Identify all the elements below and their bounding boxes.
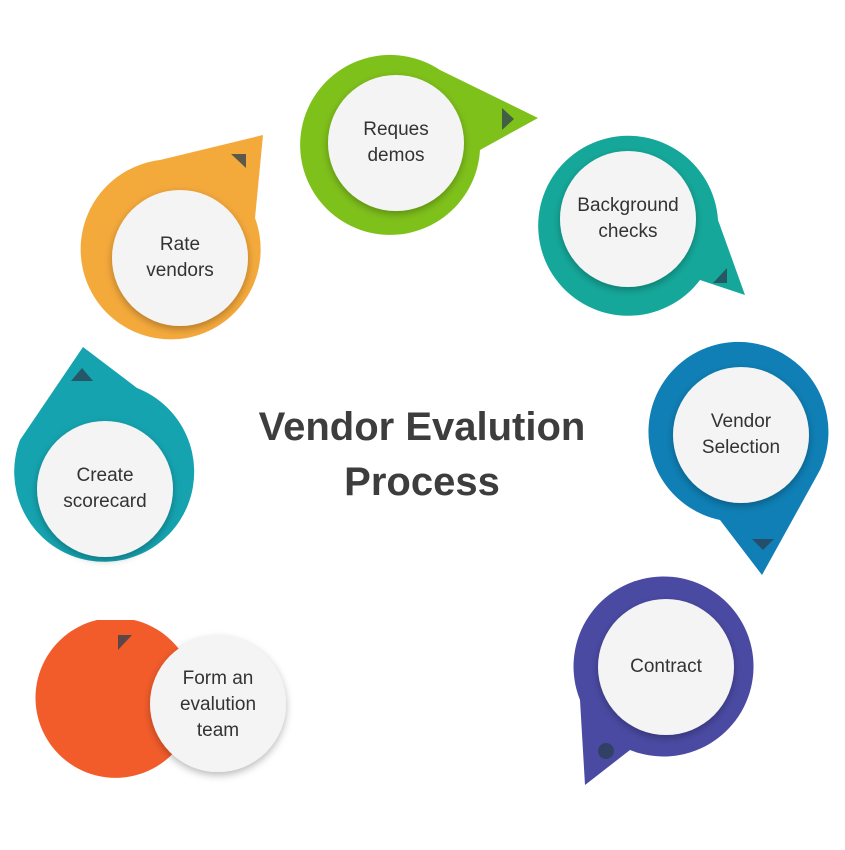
step-shape-rate-vendors bbox=[80, 135, 263, 340]
step-label-line: Contract bbox=[630, 656, 702, 677]
step-teardrop bbox=[35, 620, 196, 778]
step-label-rate-vendors: Rate vendors bbox=[100, 232, 260, 284]
step-label-line: team bbox=[196, 720, 240, 741]
step-label-line: Form an bbox=[182, 668, 254, 689]
step-label-line: Background bbox=[577, 195, 679, 216]
step-shape-background-checks bbox=[538, 135, 745, 316]
step-arrow-marker bbox=[752, 539, 774, 550]
step-label-request-demos: Reques demos bbox=[316, 117, 476, 169]
step-arrow-marker bbox=[71, 368, 93, 381]
step-inner-circle bbox=[37, 421, 173, 557]
step-inner-circle bbox=[112, 190, 248, 326]
step-label-line: checks bbox=[598, 221, 658, 242]
step-shape-form-team bbox=[35, 620, 286, 778]
diagram-title-line2: Process bbox=[344, 460, 500, 504]
step-label-line: Selection bbox=[701, 437, 781, 458]
step-dot-marker bbox=[598, 743, 614, 759]
step-label-form-team: Form an evalution team bbox=[138, 666, 298, 744]
step-shape-contract bbox=[573, 576, 754, 785]
step-label-line: Reques bbox=[363, 119, 429, 140]
step-label-background-checks: Background checks bbox=[548, 193, 708, 245]
step-arrow-marker bbox=[713, 268, 727, 283]
step-label-line: Rate bbox=[159, 234, 201, 255]
step-inner-circle bbox=[598, 599, 734, 735]
diagram-title-line1: Vendor Evalution bbox=[258, 405, 586, 449]
step-arrow-marker bbox=[231, 154, 246, 168]
step-arrow-marker bbox=[118, 635, 132, 650]
step-shape-create-scorecard bbox=[14, 347, 195, 562]
step-label-create-scorecard: Create scorecard bbox=[25, 463, 185, 515]
step-label-line: scorecard bbox=[63, 491, 147, 512]
step-shape-vendor-selection bbox=[648, 341, 829, 575]
diagram-title: Vendor Evalution Process bbox=[172, 400, 672, 510]
step-shape-request-demos bbox=[300, 54, 538, 235]
step-label-line: Vendor bbox=[710, 411, 772, 432]
step-arrow-marker bbox=[502, 108, 514, 130]
step-inner-circle bbox=[150, 636, 286, 772]
step-inner-circle bbox=[328, 75, 464, 211]
step-label-vendor-selection: Vendor Selection bbox=[661, 409, 821, 461]
step-label-line: evalution bbox=[179, 694, 257, 715]
step-label-line: demos bbox=[367, 145, 425, 166]
step-inner-circle bbox=[560, 151, 696, 287]
step-label-line: Create bbox=[76, 465, 134, 486]
step-label-contract: Contract bbox=[586, 654, 746, 680]
step-inner-circle bbox=[673, 367, 809, 503]
step-label-line: vendors bbox=[146, 260, 214, 281]
